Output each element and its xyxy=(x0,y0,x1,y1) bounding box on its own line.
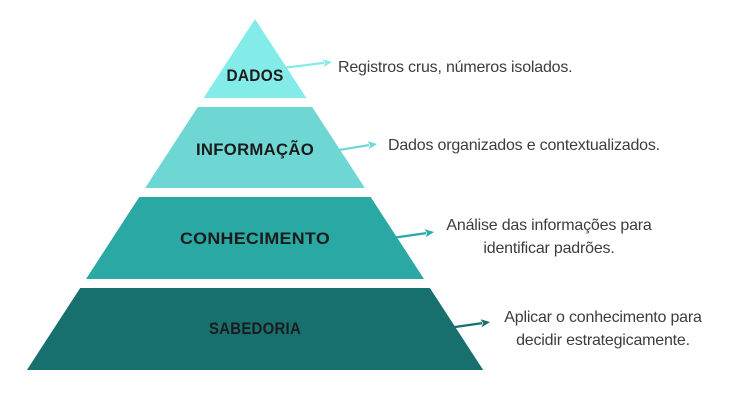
level-description-informacao: Dados organizados e contextualizados. xyxy=(388,137,660,154)
arrow-line-sabedoria xyxy=(447,322,483,330)
pyramid-level-label-dados: DADOS xyxy=(227,66,284,85)
pyramid-level-shape-informacao xyxy=(145,107,365,188)
arrow-head-icon xyxy=(424,229,434,238)
pyramid-level-shape-sabedoria xyxy=(26,288,484,370)
arrow-line-dados xyxy=(282,61,325,70)
pyramid-level-label-conhecimento: CONHECIMENTO xyxy=(180,229,330,248)
level-description-sabedoria: Aplicar o conhecimento para decidir estr… xyxy=(504,309,702,349)
pyramid-level-informacao: INFORMAÇÃO xyxy=(145,107,377,188)
arrow-line-informacao xyxy=(332,144,370,153)
pyramid-level-sabedoria: SABEDORIA xyxy=(26,288,490,370)
pyramid-level-dados: DADOS xyxy=(203,19,332,98)
level-description-dados: Registros crus, números isolados. xyxy=(338,59,573,76)
arrow-head-icon xyxy=(367,141,377,150)
pyramid-level-shape-dados xyxy=(203,19,307,98)
arrow-line-conhecimento xyxy=(391,232,427,240)
arrow-head-icon xyxy=(480,319,490,328)
pyramid-level-label-sabedoria: SABEDORIA xyxy=(209,319,301,338)
pyramid-level-label-informacao: INFORMAÇÃO xyxy=(196,139,314,159)
level-description-conhecimento: Análise das informações para identificar… xyxy=(446,217,652,257)
pyramid-level-conhecimento: CONHECIMENTO xyxy=(86,197,434,279)
arrow-head-icon xyxy=(322,59,332,68)
pyramid-level-shape-conhecimento xyxy=(86,197,424,279)
